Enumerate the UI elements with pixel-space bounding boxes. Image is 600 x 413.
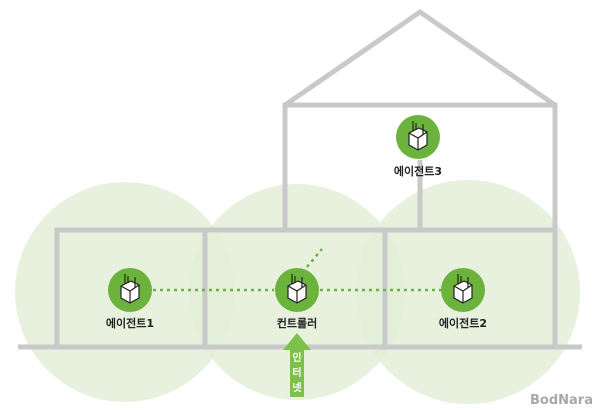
label-agent1: 에이전트1: [106, 316, 154, 330]
node-agent3: [396, 115, 440, 159]
router-icon: [453, 274, 473, 304]
internet-char: 터: [292, 366, 301, 379]
router-icon: [408, 121, 428, 151]
internet-char: 넷: [292, 381, 301, 394]
internet-arrow: 인 터 넷: [283, 333, 311, 397]
label-agent3: 에이전트3: [394, 164, 442, 178]
node-controller: [275, 268, 319, 312]
router-icon: [287, 274, 307, 304]
wireless-links: [153, 248, 441, 292]
node-agent2: [441, 268, 485, 312]
label-agent2: 에이전트2: [439, 316, 487, 330]
router-icon: [120, 274, 140, 304]
node-agent1: [108, 268, 152, 312]
internet-char: 인: [292, 351, 301, 364]
label-controller: 컨트롤러: [277, 316, 317, 330]
bodnara-logo: BodNara: [530, 393, 593, 408]
